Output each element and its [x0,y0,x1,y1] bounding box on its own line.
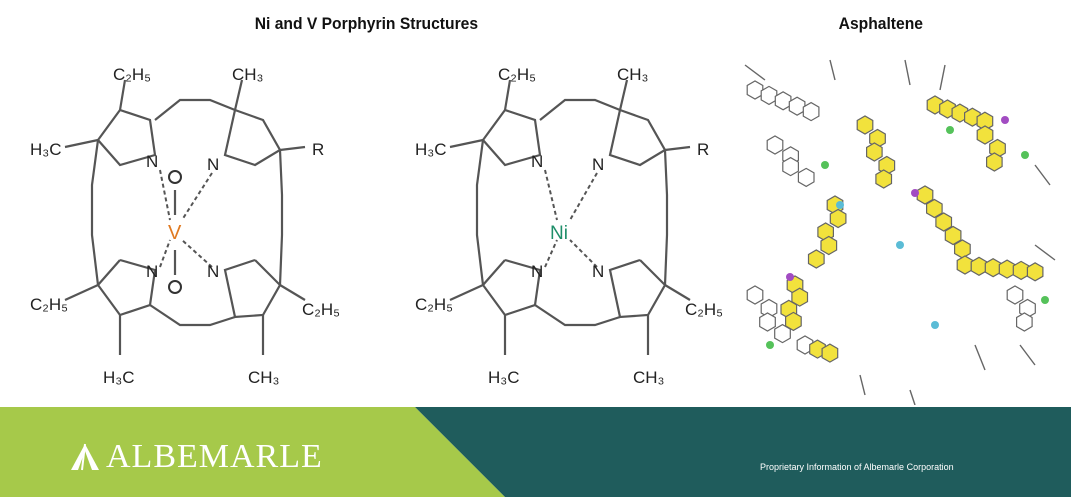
nitrogen-label: N [592,155,604,174]
alkyl-side-chain [1034,244,1056,261]
substituent-top-right: CH₃ [232,65,263,84]
alkyl-side-chain [909,389,916,405]
heteroatom-marker [766,341,774,349]
aromatic-ring [809,339,826,359]
substituent-top-left: C₂H₅ [498,65,536,84]
saturated-ring [759,312,776,332]
aromatic-ring [935,212,953,232]
alkyl-side-chain [904,59,911,86]
aromatic-ring [926,95,944,115]
alkyl-side-chain [744,64,766,81]
heteroatom-marker [1021,151,1029,159]
nitrogen-label: N [207,262,219,281]
aromatic-ring [820,235,838,256]
nickel-porphyrin-structure: N N N N C₂H₅ CH₃ H₃C R C₂H₅ C₂H₅ H₃C CH₃… [415,65,723,387]
aromatic-ring [944,225,962,246]
saturated-ring [782,156,800,177]
nitrogen-label: N [146,152,158,171]
saturated-ring [796,335,814,355]
substituent-lower-left: H₃C [488,368,519,387]
brand-name: ALBEMARLE [106,438,323,475]
substituent-top-left: C₂H₅ [113,65,151,84]
porphyrin-title: Ni and V Porphyrin Structures [254,14,479,33]
alkyl-side-chain [829,59,836,81]
heteroatom-marker [946,126,954,134]
aromatic-ring [970,256,988,276]
vanadium-porphyrin-structure: N N N N C₂H₅ CH₃ H₃C R C₂H₅ C₂H₅ H₃C CH₃… [30,65,340,387]
aromatic-ring [986,152,1003,172]
saturated-ring [802,101,820,122]
asphaltene-molecule-illustration [744,59,1056,405]
aromatic-ring [964,107,981,127]
aromatic-ring [984,258,1002,278]
heteroatom-marker [931,321,939,329]
aromatic-ring [856,115,874,135]
heteroatom-marker [1041,296,1049,304]
aromatic-ring [1012,260,1030,281]
substituent-lower-left: H₃C [103,368,134,387]
saturated-ring [746,80,764,100]
substituent-bottom-right: C₂H₅ [685,300,723,319]
nitrogen-label: N [207,155,219,174]
asphaltene-title: Asphaltene [838,14,923,33]
nickel-atom: Ni [550,223,568,244]
saturated-ring [760,85,778,106]
aromatic-ring [951,103,969,123]
substituent-lower-right: CH₃ [248,368,279,387]
heteroatom-marker [821,161,829,169]
saturated-ring [1006,285,1024,305]
alkyl-side-chain [1019,344,1036,366]
footer-banner [0,407,1071,497]
alkyl-side-chain [1034,164,1051,186]
aromatic-ring [926,198,943,219]
vanadium-atom: V [168,222,182,244]
aromatic-ring [875,169,893,189]
saturated-ring [766,135,784,155]
substituent-bottom-left: C₂H₅ [30,295,68,314]
aromatic-ring [976,125,994,145]
aromatic-ring [821,343,839,363]
aromatic-ring [1026,262,1044,282]
substituent-right: R [312,140,324,159]
saturated-ring [774,91,792,111]
heteroatom-marker [836,201,844,209]
saturated-ring [746,285,764,305]
alkyl-side-chain [939,64,946,91]
nitrogen-label: N [592,262,604,281]
substituent-left: H₃C [30,140,61,159]
saturated-ring [1016,312,1033,332]
saturated-ring [774,323,791,344]
nitrogen-label: N [531,152,543,171]
aromatic-ring [954,239,971,259]
substituent-lower-right: CH₃ [633,368,664,387]
heteroatom-marker [1001,116,1009,124]
substituent-right: R [697,140,709,159]
alkyl-side-chain [974,344,986,371]
saturated-ring [797,167,815,188]
albemarle-logo-mark-icon [71,443,99,471]
alkyl-side-chain [859,374,866,396]
aromatic-ring [866,142,883,162]
saturated-ring [788,96,806,116]
aromatic-ring [807,249,825,269]
aromatic-ring [784,311,802,332]
substituent-top-right: CH₃ [617,65,648,84]
albemarle-logo: ALBEMARLE [70,438,323,476]
nitrogen-label: N [146,262,158,281]
heteroatom-marker [786,273,794,281]
substituent-bottom-left: C₂H₅ [415,295,453,314]
heteroatom-marker [896,241,904,249]
substituent-bottom-right: C₂H₅ [302,300,340,319]
aromatic-ring [956,255,974,275]
heteroatom-marker [911,189,919,197]
aromatic-ring [791,287,809,307]
substituent-left: H₃C [415,140,446,159]
aromatic-ring [829,208,847,229]
aromatic-ring [939,99,956,119]
proprietary-notice: Proprietary Information of Albemarle Cor… [760,462,954,472]
nitrogen-label: N [531,262,543,281]
aromatic-ring [998,259,1016,279]
